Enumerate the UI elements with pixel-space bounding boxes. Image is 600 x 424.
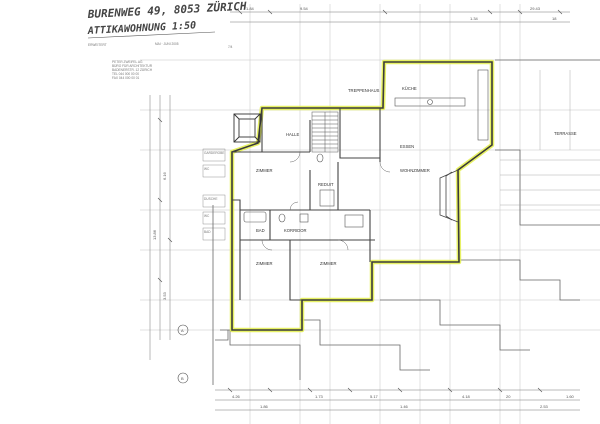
dim-label: 1.60 <box>566 394 575 399</box>
room-label-terrasse: TERRASSE <box>554 131 577 136</box>
terrace-hatch <box>500 70 600 206</box>
revision-date: MAI · JUNI 2005 <box>155 42 179 46</box>
room-labels: KÜCHE TREPPENHAUS HALLE ESSEN WOHNZIMMER… <box>256 86 577 266</box>
dim-label: 1.84 <box>246 6 255 11</box>
dim-label: 3.53 <box>162 291 167 300</box>
marker-b: B <box>181 376 184 381</box>
room-label-zimmer-se: ZIMMER <box>320 261 337 266</box>
side-label-bad: BAD <box>204 230 211 234</box>
title-address: BURENWEG 49, 8053 ZÜRICH <box>86 0 247 21</box>
dim-label: 20 <box>506 394 511 399</box>
room-label-halle: HALLE <box>286 132 299 137</box>
dim-label: 13.86 <box>152 229 157 240</box>
dim-label: 1.86 <box>260 404 269 409</box>
dimension-labels-left: 13.86 6.16 3.53 <box>152 171 167 300</box>
room-label-essen: ESSEN <box>400 144 414 149</box>
room-label-wohnzimmer: WOHNZIMMER <box>400 168 430 173</box>
dim-label: 2.53 <box>540 404 549 409</box>
dim-label: 5.17 <box>370 394 379 399</box>
toilet-icon <box>316 153 324 163</box>
room-label-kueche: KÜCHE <box>402 86 417 91</box>
bathtub-icon <box>243 211 267 223</box>
sink-icon <box>427 99 433 105</box>
stair-icon <box>311 111 339 153</box>
stamp-line: PETER ZWEIFEL AG <box>112 60 143 64</box>
dimension-ticks <box>157 9 563 393</box>
office-stamp: PETER ZWEIFEL AG BÜRO FÜR ARCHITEKTUR BA… <box>112 60 153 80</box>
room-label-treppenhaus: TREPPENHAUS <box>348 88 380 93</box>
dim-label: 6.16 <box>162 171 167 180</box>
dimension-labels-top: 1.84 9.54 29.43 1.34 18 <box>246 6 557 21</box>
stamp-line: BÜRO FÜR ARCHITEKTUR <box>112 64 153 68</box>
dim-label: 4.26 <box>232 394 241 399</box>
side-label-wc: WC <box>204 167 210 171</box>
dim-label: 18 <box>552 16 557 21</box>
stamp-line: TEL 044 000 00 00 <box>112 72 139 76</box>
room-label-zimmer-ne: ZIMMER <box>256 168 273 173</box>
side-labels: GARDEROBE WC DUSCHE WC BAD <box>202 148 226 241</box>
title-subject: ATTIKAWOHNUNG 1:50 <box>87 20 197 37</box>
dimension-chains <box>149 11 580 411</box>
dim-label: 1.46 <box>400 404 409 409</box>
marker-a: A <box>181 328 184 333</box>
outer-walls <box>231 61 493 331</box>
dim-label: 4.18 <box>462 394 471 399</box>
room-label-korridor: KORRIDOR <box>284 228 307 233</box>
sanitary-fixtures <box>243 153 364 228</box>
section-markers: A B <box>177 324 189 384</box>
window-frame-icon <box>233 113 261 143</box>
side-label-garderobe: GARDEROBE <box>204 151 224 155</box>
door-arc-icon <box>261 151 391 251</box>
room-label-bad: BAD <box>256 228 265 233</box>
inner-walls <box>232 108 381 301</box>
kitchen-counter <box>394 69 489 141</box>
toilet-icon <box>278 213 286 223</box>
title-block: BURENWEG 49, 8053 ZÜRICH ATTIKAWOHNUNG 1… <box>86 0 247 49</box>
dim-label: 1.73 <box>315 394 324 399</box>
room-label-reduit: REDUIT <box>318 182 334 187</box>
stamp-line: BADENERSTR. 12 ZÜRICH <box>112 68 153 72</box>
side-label-wc-2: WC <box>204 214 210 218</box>
subtitle: ERWEITERT <box>88 43 107 47</box>
bay-window <box>439 169 459 223</box>
side-label-dusche: DUSCHE <box>204 197 217 201</box>
dim-label: 1.34 <box>470 16 479 21</box>
dim-label: 29.43 <box>530 6 541 11</box>
sheet-number: 7/4 <box>228 45 233 49</box>
dimension-labels-bottom: 4.26 1.86 1.73 5.17 4.18 1.46 20 2.53 1.… <box>232 394 575 409</box>
terrace-outline <box>212 59 600 385</box>
attic-perimeter-highlight <box>229 59 495 333</box>
dim-label: 9.54 <box>300 6 309 11</box>
room-label-zimmer-sw: ZIMMER <box>256 261 273 266</box>
stamp-line: FAX 044 000 00 01 <box>112 76 140 80</box>
